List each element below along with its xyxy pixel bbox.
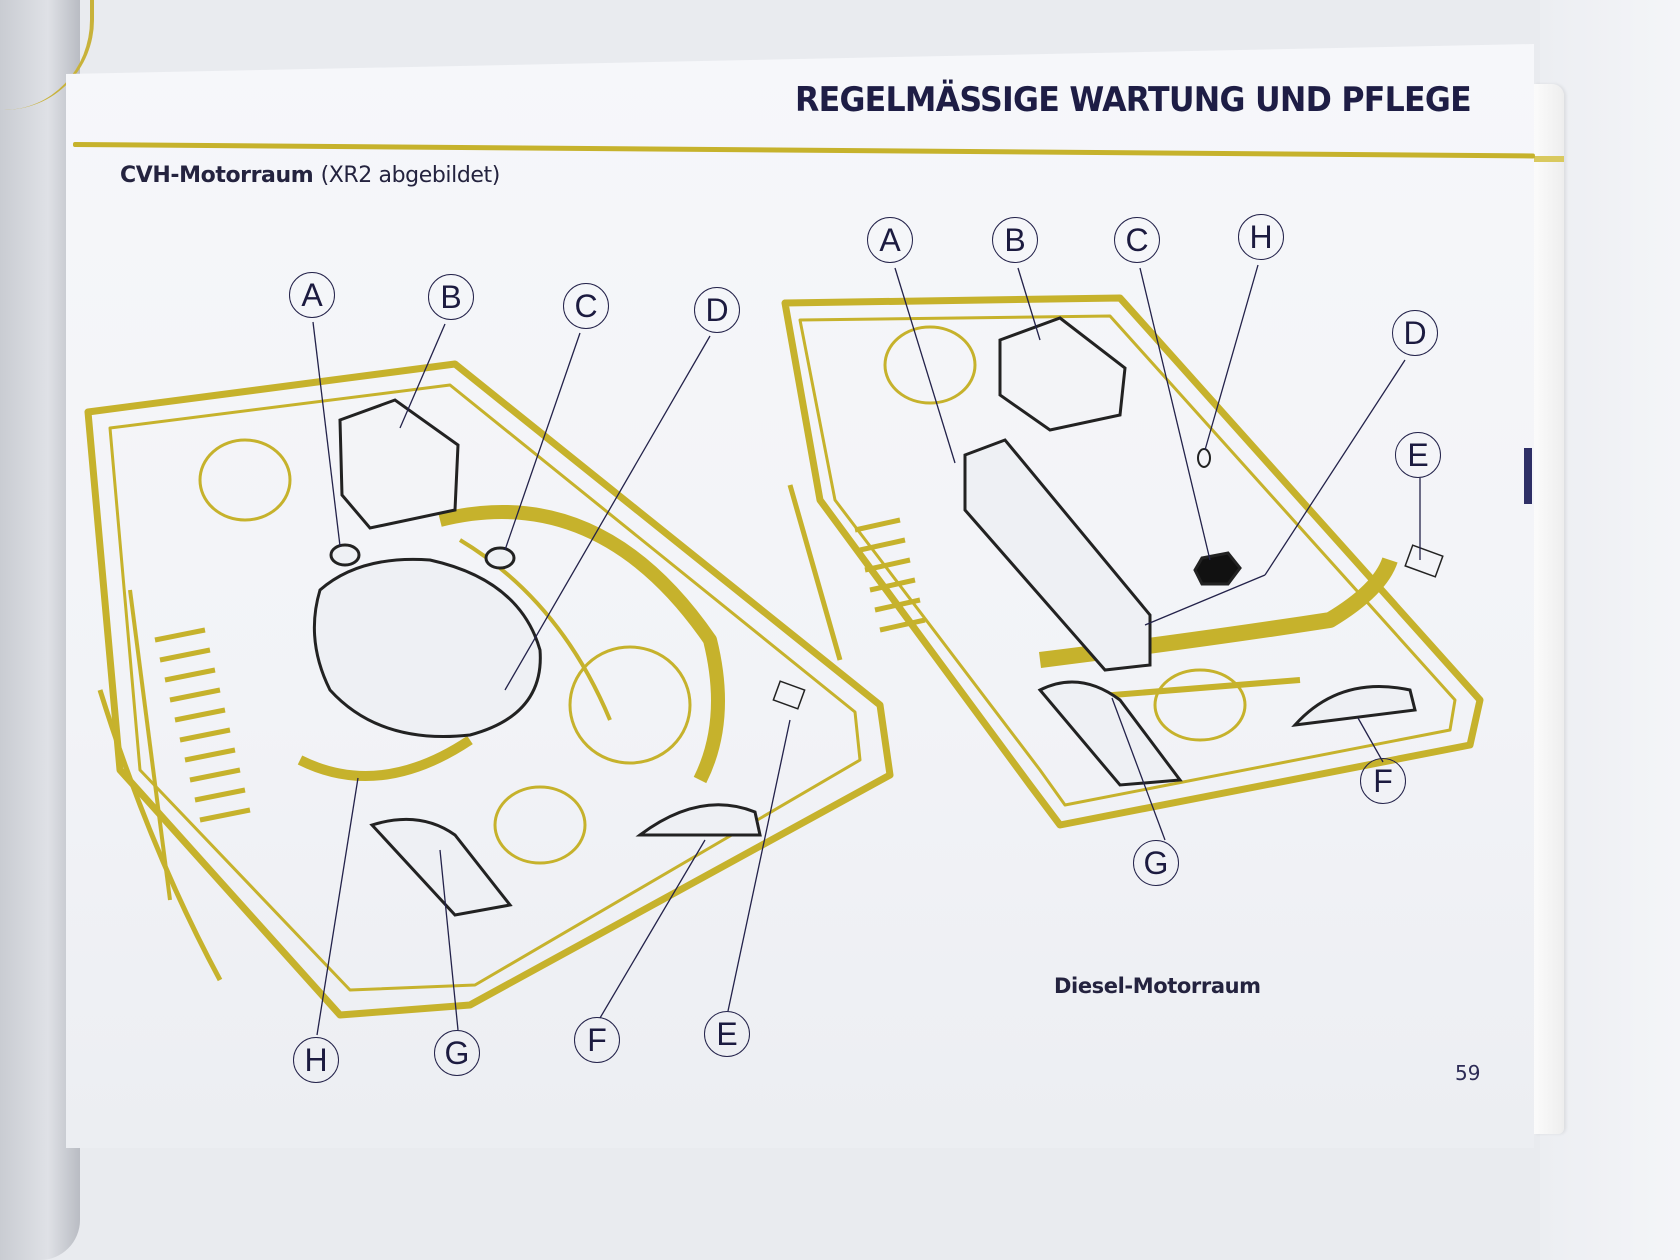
label-diesel-c: C — [1114, 217, 1160, 263]
manual-page — [66, 44, 1534, 1148]
cvh-hose-1 — [438, 505, 725, 784]
figure-caption-cvh: CVH-Motorraum (XR2 abgebildet) — [120, 163, 500, 188]
label-diesel-g: G — [1133, 840, 1179, 886]
diesel-reservoir — [1037, 680, 1183, 787]
label-cvh-b: B — [428, 274, 474, 320]
cvh-engine-diagram — [84, 360, 894, 1019]
label-diesel-b: B — [992, 217, 1038, 263]
label-cvh-e: E — [704, 1011, 750, 1057]
figure-caption-diesel: Diesel-Motorraum — [1054, 974, 1261, 998]
label-cvh-a: A — [289, 272, 335, 318]
diesel-bay-outline — [781, 294, 1484, 829]
cvh-hose-3 — [297, 735, 473, 781]
cvh-leader-lines — [312, 321, 791, 1036]
cvh-black-parts — [312, 398, 806, 917]
diesel-air-filter — [963, 438, 1152, 672]
cvh-fender-left — [97, 689, 223, 982]
diesel-grille-lines — [854, 517, 926, 633]
cvh-strut-right — [493, 785, 587, 865]
diesel-washer-tank — [1291, 685, 1417, 727]
label-cvh-f: F — [574, 1017, 620, 1063]
diesel-black-parts — [963, 316, 1444, 787]
page-title: REGELMÄSSIGE WARTUNG UND PFLEGE — [795, 80, 1472, 120]
diesel-dipstick-ring — [1197, 448, 1211, 468]
cvh-washer-tank — [635, 803, 762, 837]
diesel-oil-cap — [1193, 551, 1242, 586]
cvh-oil-cap — [329, 543, 361, 567]
label-diesel-d: D — [1392, 310, 1438, 356]
cvh-reservoir — [369, 817, 513, 917]
cvh-grille-lines — [154, 627, 251, 823]
label-diesel-a: A — [867, 217, 913, 263]
cvh-alternator — [568, 645, 692, 765]
cvh-battery — [338, 398, 460, 530]
diesel-strut-left — [883, 325, 977, 405]
diesel-leader-lines — [894, 264, 1421, 841]
cvh-coolant-cap — [484, 546, 516, 570]
cvh-hose-2 — [458, 538, 612, 721]
label-cvh-d: D — [694, 287, 740, 333]
label-diesel-e: E — [1395, 432, 1441, 478]
diesel-strut-right — [1153, 668, 1247, 742]
label-diesel-f: F — [1360, 758, 1406, 804]
diesel-vin-plate — [1404, 544, 1444, 578]
cvh-bay-inner — [108, 383, 862, 992]
page-stack-stripe — [1534, 156, 1564, 162]
diesel-wiper — [787, 484, 843, 661]
label-cvh-c: C — [563, 283, 609, 329]
label-diesel-h: H — [1238, 214, 1284, 260]
label-cvh-g: G — [434, 1030, 480, 1076]
label-cvh-h: H — [293, 1037, 339, 1083]
caption-main: CVH-Motorraum — [120, 163, 314, 188]
page-number: 59 — [1455, 1061, 1481, 1085]
diesel-battery — [998, 316, 1127, 432]
caption-paren: (XR2 abgebildet) — [320, 163, 501, 188]
cvh-fender-left-2 — [128, 589, 172, 901]
cvh-strut-left — [198, 438, 292, 522]
cvh-vin-plate — [772, 680, 806, 710]
cvh-air-filter — [312, 557, 542, 739]
section-tab-marker — [1524, 448, 1532, 504]
page-stack-edge — [1534, 84, 1564, 1134]
